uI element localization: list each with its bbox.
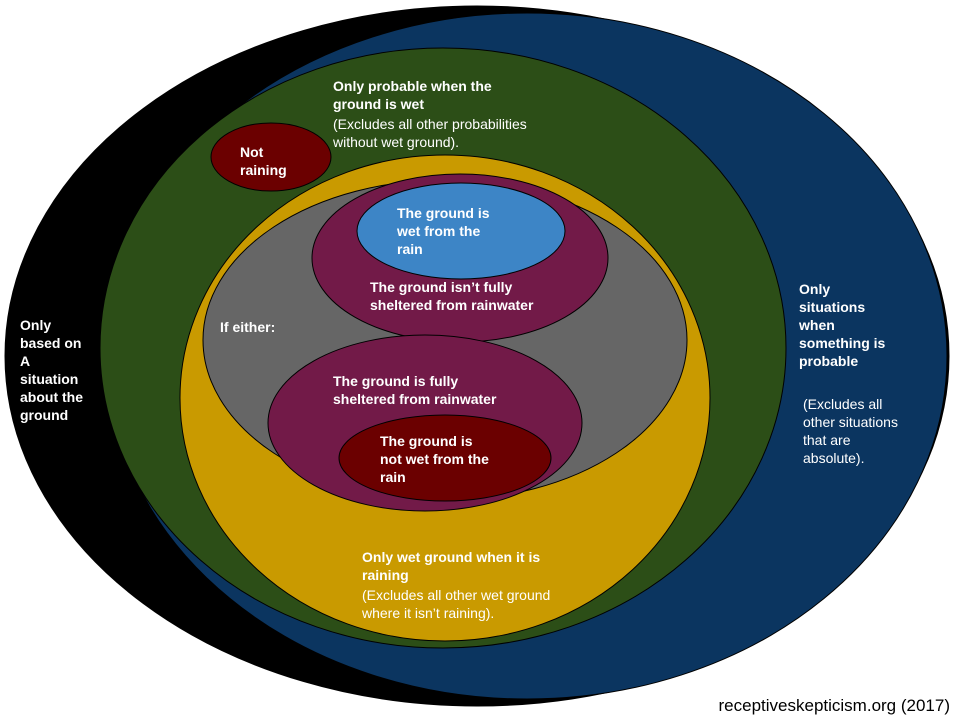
- not-raining-label: Not raining: [240, 144, 287, 178]
- either-label: If either:: [220, 319, 276, 335]
- wet-from-rain-ellipse: [356, 182, 566, 280]
- not-wet-from-rain-label: The ground is not wet from the rain: [380, 433, 489, 485]
- credit-text: receptiveskepticism.org (2017): [718, 696, 950, 715]
- sheltered-label: The ground is fully sheltered from rainw…: [333, 373, 497, 407]
- not-sheltered-label: The ground isn’t fully sheltered from ra…: [370, 279, 534, 313]
- outer-label: Only based on A situation about the grou…: [20, 317, 83, 423]
- not-wet-from-rain-ellipse: [338, 414, 552, 502]
- probable-label: Only situations when something is probab…: [799, 281, 886, 369]
- wet-ground-note: (Excludes all other probabilities withou…: [333, 116, 527, 150]
- raining-note: (Excludes all other wet ground where it …: [362, 587, 551, 621]
- wet-ground-label: Only probable when the ground is wet: [333, 78, 492, 112]
- not-raining-ellipse: [210, 122, 332, 192]
- raining-label: Only wet ground when it is raining: [362, 549, 541, 583]
- probable-note: (Excludes all other situations that are …: [803, 396, 898, 466]
- wet-from-rain-label: The ground is wet from the rain: [397, 205, 490, 257]
